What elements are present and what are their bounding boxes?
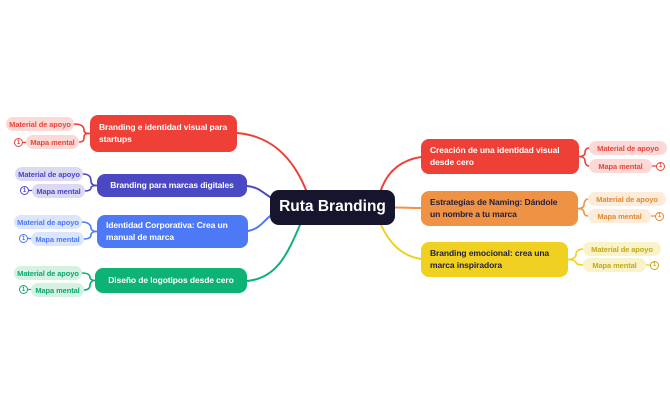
topic-node-identidad-corporativa[interactable]: Identidad Corporativa: Crea un manual de…	[97, 215, 248, 248]
collapsed-count-badge[interactable]: 1	[655, 211, 664, 221]
topic-node-branding-identidad-visual[interactable]: Branding e identidad visual para startup…	[90, 115, 237, 152]
topic-node-branding-marcas-digitales[interactable]: Branding para marcas digitales	[97, 174, 247, 197]
collapsed-count-badge[interactable]: 1	[650, 260, 659, 270]
connector-sub	[567, 258, 584, 266]
connector-center-right-1	[380, 156, 422, 191]
subtopic-material-de-apoyo[interactable]: Material de apoyo	[583, 242, 661, 256]
connector-sub	[81, 221, 98, 233]
connector-sub	[577, 198, 589, 210]
subtopic-material-de-apoyo[interactable]: Material de apoyo	[588, 192, 666, 206]
connector-center-left-1	[236, 132, 307, 191]
central-topic-node[interactable]: Ruta Branding	[270, 190, 395, 225]
subtopic-mapa-mental[interactable]: Mapa mental	[31, 232, 84, 246]
topic-node-diseno-logotipos[interactable]: Diseño de logotipos desde cero	[95, 268, 247, 293]
subtopic-mapa-mental[interactable]: Mapa mental	[26, 135, 79, 149]
connector-sub	[577, 207, 589, 217]
topic-node-branding-emocional[interactable]: Branding emocional: crea una marca inspi…	[421, 242, 568, 277]
subtopic-material-de-apoyo[interactable]: Material de apoyo	[14, 266, 82, 280]
connector-center-right-3	[380, 224, 422, 260]
subtopic-material-de-apoyo[interactable]: Material de apoyo	[14, 215, 82, 229]
subtopic-mapa-mental[interactable]: Mapa mental	[588, 209, 651, 223]
topic-node-creacion-identidad-visual[interactable]: Creación de una identidad visual desde c…	[421, 139, 579, 174]
connector-center-left-2	[246, 185, 271, 198]
connector-center-left-3	[247, 215, 271, 232]
connector-center-left-4	[246, 224, 301, 282]
connector-sub	[82, 173, 98, 187]
collapsed-count-badge[interactable]: 1	[656, 161, 665, 171]
subtopic-mapa-mental[interactable]: Mapa mental	[32, 184, 85, 198]
collapsed-count-badge[interactable]: 1	[19, 234, 28, 243]
connector-sub	[83, 279, 96, 291]
subtopic-mapa-mental[interactable]: Mapa mental	[589, 159, 652, 173]
collapsed-count-badge[interactable]: 1	[20, 186, 29, 195]
connector-sub	[578, 147, 590, 158]
topic-node-estrategias-naming[interactable]: Estrategias de Naming: Dándole un nombre…	[421, 191, 578, 226]
subtopic-material-de-apoyo[interactable]: Material de apoyo	[6, 117, 74, 131]
subtopic-material-de-apoyo[interactable]: Material de apoyo	[15, 167, 83, 181]
subtopic-mapa-mental[interactable]: Mapa mental	[583, 258, 646, 272]
collapsed-count-badge[interactable]: 1	[19, 285, 28, 294]
collapsed-count-badge[interactable]: 1	[14, 138, 23, 147]
subtopic-mapa-mental[interactable]: Mapa mental	[31, 283, 84, 297]
connector-center-right-2	[394, 206, 422, 209]
connector-sub	[567, 248, 584, 261]
connector-sub	[73, 123, 91, 135]
connector-sub	[78, 132, 91, 143]
connector-sub	[578, 155, 590, 167]
connector-sub	[81, 272, 96, 282]
connector-sub	[84, 184, 98, 192]
subtopic-material-de-apoyo[interactable]: Material de apoyo	[589, 141, 667, 155]
connector-sub	[83, 230, 98, 240]
